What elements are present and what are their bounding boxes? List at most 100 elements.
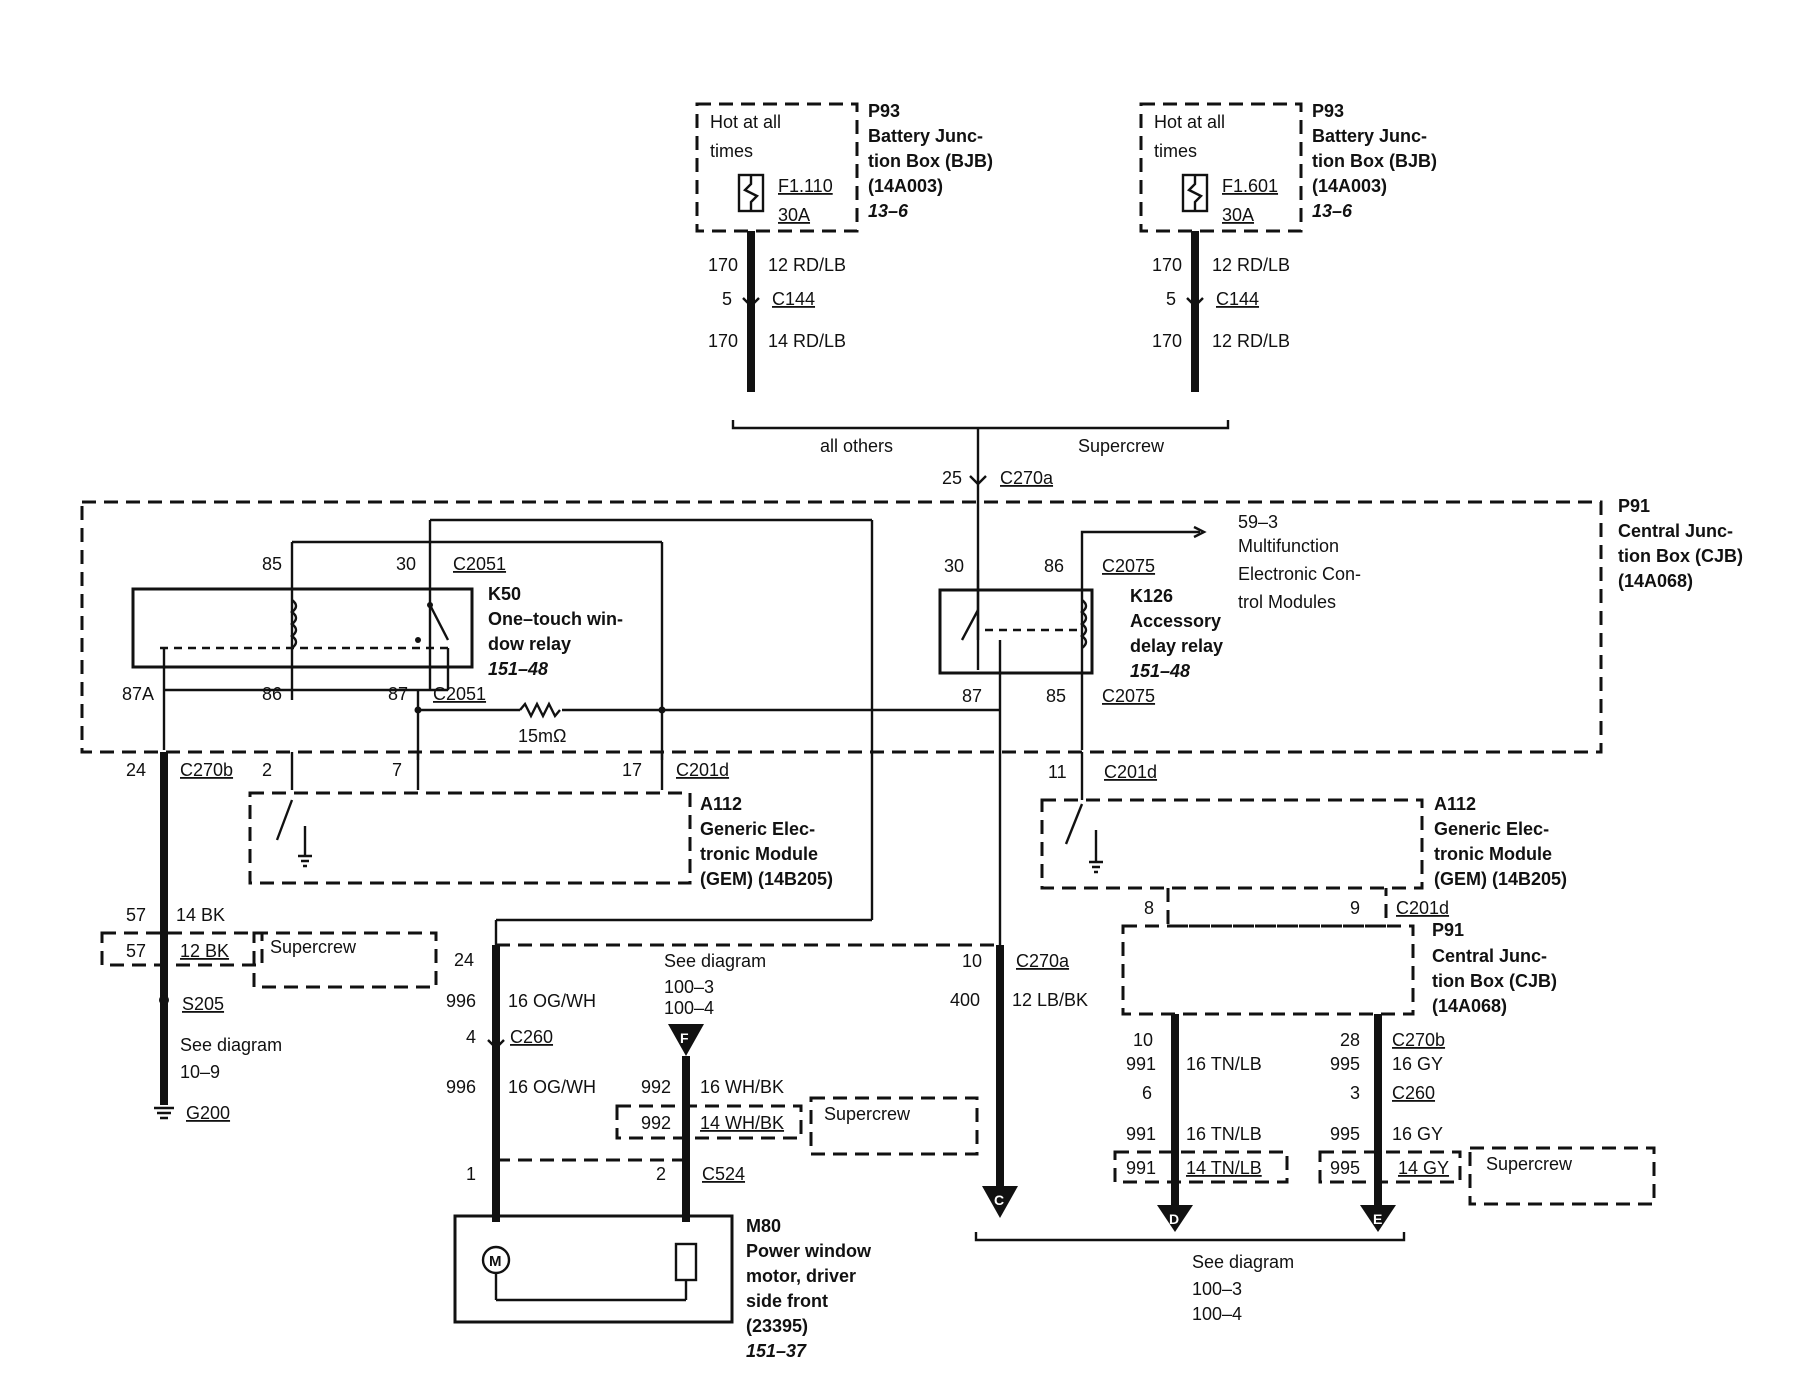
svg-text:tronic Module: tronic Module: [1434, 844, 1552, 864]
svg-text:85: 85: [1046, 686, 1066, 706]
svg-text:times: times: [710, 141, 753, 161]
svg-text:D: D: [1169, 1211, 1179, 1227]
svg-text:tion Box (BJB): tion Box (BJB): [1312, 151, 1437, 171]
svg-text:F1.601: F1.601: [1222, 176, 1278, 196]
left-feed-wire: 170 12 RD/LB 5 C144 170 14 RD/LB: [708, 231, 846, 392]
svg-text:delay relay: delay relay: [1130, 636, 1223, 656]
svg-text:170: 170: [708, 255, 738, 275]
svg-text:14 GY: 14 GY: [1398, 1158, 1449, 1178]
svg-text:14 TN/LB: 14 TN/LB: [1186, 1158, 1262, 1178]
svg-text:See diagram: See diagram: [664, 951, 766, 971]
svg-text:(14A068): (14A068): [1432, 996, 1507, 1016]
svg-text:tion Box (CJB): tion Box (CJB): [1618, 546, 1743, 566]
svg-text:C260: C260: [1392, 1083, 1435, 1103]
svg-text:C201d: C201d: [1104, 762, 1157, 782]
cjb-lower: P91 Central Junc- tion Box (CJB) (14A068…: [1121, 920, 1557, 1016]
marker-c: [982, 1186, 1018, 1218]
svg-text:14 WH/BK: 14 WH/BK: [700, 1113, 784, 1133]
svg-text:87: 87: [962, 686, 982, 706]
svg-text:Battery Junc-: Battery Junc-: [1312, 126, 1427, 146]
svg-text:10: 10: [962, 951, 982, 971]
svg-text:16 GY: 16 GY: [1392, 1054, 1443, 1074]
svg-text:100–3: 100–3: [664, 977, 714, 997]
svg-text:(GEM) (14B205): (GEM) (14B205): [1434, 869, 1567, 889]
svg-text:side front: side front: [746, 1291, 828, 1311]
svg-text:16 WH/BK: 16 WH/BK: [700, 1077, 784, 1097]
svg-text:151–48: 151–48: [1130, 661, 1190, 681]
svg-text:86: 86: [262, 684, 282, 704]
ground-branch: 57 14 BK 57 12 BK Supercrew S205 See dia…: [100, 905, 438, 1123]
svg-text:86: 86: [1044, 556, 1064, 576]
svg-text:7: 7: [392, 760, 402, 780]
svg-text:C524: C524: [702, 1164, 745, 1184]
svg-text:151–48: 151–48: [488, 659, 548, 679]
marker-f: [668, 1024, 704, 1056]
svg-text:12 BK: 12 BK: [180, 941, 229, 961]
svg-text:16 TN/LB: 16 TN/LB: [1186, 1124, 1262, 1144]
svg-text:100–4: 100–4: [1192, 1304, 1242, 1324]
svg-text:16 GY: 16 GY: [1392, 1124, 1443, 1144]
svg-text:12 RD/LB: 12 RD/LB: [768, 255, 846, 275]
svg-text:14 RD/LB: 14 RD/LB: [768, 331, 846, 351]
svg-text:tronic Module: tronic Module: [700, 844, 818, 864]
svg-text:24: 24: [454, 950, 474, 970]
fuse-rating: 30A: [778, 205, 810, 225]
svg-text:trol Modules: trol Modules: [1238, 592, 1336, 612]
svg-text:170: 170: [1152, 255, 1182, 275]
connector-label: C144: [772, 289, 815, 309]
svg-text:motor, driver: motor, driver: [746, 1266, 856, 1286]
right-feed-wire: 170 12 RD/LB 5 C144 170 12 RD/LB: [1152, 231, 1290, 392]
svg-text:(14A068): (14A068): [1618, 571, 1693, 591]
svg-text:Hot at all: Hot at all: [1154, 112, 1225, 132]
svg-text:151–37: 151–37: [746, 1341, 807, 1361]
svg-text:P93: P93: [1312, 101, 1344, 121]
svg-text:16 TN/LB: 16 TN/LB: [1186, 1054, 1262, 1074]
svg-text:Generic Elec-: Generic Elec-: [1434, 819, 1549, 839]
multifunction-module-ref: 59–3 Multifunction Electronic Con- trol …: [1238, 512, 1361, 612]
svg-text:C270b: C270b: [1392, 1030, 1445, 1050]
fuse-box-right: Hot at all times F1.601 30A P93 Battery …: [1139, 101, 1437, 233]
svg-text:M80: M80: [746, 1216, 781, 1236]
fuse-icon: [737, 173, 765, 213]
svg-text:3: 3: [1350, 1083, 1360, 1103]
svg-text:times: times: [1154, 141, 1197, 161]
svg-text:dow relay: dow relay: [488, 634, 571, 654]
svg-text:9: 9: [1350, 898, 1360, 918]
splice-label: S205: [182, 994, 224, 1014]
svg-text:(14A003): (14A003): [868, 176, 943, 196]
svg-text:87: 87: [388, 684, 408, 704]
gem-left: 24 C270b 2 7 17 C201d A112 Generic Elec-…: [126, 520, 874, 1105]
svg-text:996: 996: [446, 1077, 476, 1097]
cjb-label: P91 Central Junc- tion Box (CJB) (14A068…: [1618, 496, 1743, 591]
svg-text:K126: K126: [1130, 586, 1173, 606]
svg-text:995: 995: [1330, 1054, 1360, 1074]
svg-text:10: 10: [1133, 1030, 1153, 1050]
cjb-box: [80, 500, 1603, 754]
svg-text:See diagram: See diagram: [180, 1035, 282, 1055]
svg-text:2: 2: [262, 760, 272, 780]
svg-text:P93: P93: [868, 101, 900, 121]
svg-text:E: E: [1373, 1211, 1382, 1227]
svg-text:C270a: C270a: [1000, 468, 1054, 488]
svg-text:992: 992: [641, 1113, 671, 1133]
svg-text:12 RD/LB: 12 RD/LB: [1212, 255, 1290, 275]
circuit-breaker-icon: [674, 1242, 698, 1282]
svg-text:5: 5: [722, 289, 732, 309]
svg-text:tion Box (CJB): tion Box (CJB): [1432, 971, 1557, 991]
svg-text:C: C: [994, 1192, 1004, 1208]
svg-text:C201d: C201d: [676, 760, 729, 780]
fuse-icon: [1181, 173, 1209, 213]
svg-text:all others: all others: [820, 436, 893, 456]
svg-text:C2051: C2051: [453, 554, 506, 574]
svg-text:4: 4: [466, 1027, 476, 1047]
svg-text:Supercrew: Supercrew: [824, 1104, 911, 1124]
svg-text:170: 170: [1152, 331, 1182, 351]
svg-text:F: F: [680, 1030, 689, 1046]
svg-text:57: 57: [126, 941, 146, 961]
svg-text:Central Junc-: Central Junc-: [1432, 946, 1547, 966]
svg-text:C270a: C270a: [1016, 951, 1070, 971]
svg-text:13–6: 13–6: [868, 201, 909, 221]
svg-text:24: 24: [126, 760, 146, 780]
svg-text:13–6: 13–6: [1312, 201, 1353, 221]
